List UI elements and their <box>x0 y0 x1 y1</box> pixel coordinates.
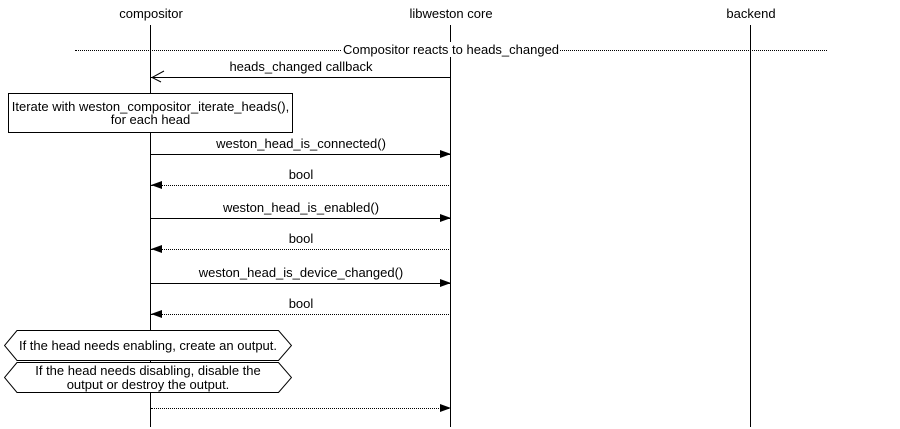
message-label: weston_head_is_enabled() <box>222 200 380 215</box>
message-line <box>151 154 451 155</box>
message-label: bool <box>288 296 314 311</box>
note-iterate-heads: Iterate with weston_compositor_iterate_h… <box>8 93 293 133</box>
filled-arrowhead-icon <box>440 214 451 222</box>
note-head-needs-disabling: If the head needs disabling, disable the… <box>4 362 292 393</box>
message-line <box>151 249 451 250</box>
hexagon-outline <box>4 330 292 361</box>
note-head-needs-enabling: If the head needs enabling, create an ou… <box>4 330 292 361</box>
filled-arrowhead-icon <box>151 181 162 189</box>
open-arrowhead-icon <box>151 70 165 83</box>
message-line <box>151 408 451 409</box>
lifeline-backend <box>750 25 751 427</box>
message-line <box>151 314 451 315</box>
divider: Compositor reacts to heads_changed <box>75 42 827 57</box>
note-text: Iterate with weston_compositor_iterate_h… <box>11 99 290 127</box>
divider-label: Compositor reacts to heads_changed <box>341 42 561 57</box>
filled-arrowhead-icon <box>151 245 162 253</box>
participant-libweston-core: libweston core <box>409 6 493 21</box>
message-label: weston_head_is_connected() <box>216 136 386 151</box>
hexagon-outline <box>4 362 292 393</box>
message-label: weston_head_is_device_changed() <box>198 265 404 280</box>
participant-backend: backend <box>726 6 776 21</box>
message-line <box>151 218 451 219</box>
lifeline-libweston-core <box>450 25 451 427</box>
message-line <box>151 77 451 78</box>
filled-arrowhead-icon <box>440 279 451 287</box>
filled-arrowhead-icon <box>151 310 162 318</box>
lifeline-compositor <box>150 25 151 427</box>
message-label: bool <box>288 231 314 246</box>
note-text: If the head needs disabling, disable the… <box>35 362 261 392</box>
note-text: If the head needs enabling, create an ou… <box>18 337 278 353</box>
message-label: heads_changed callback <box>229 59 373 74</box>
message-label: bool <box>288 167 314 182</box>
filled-arrowhead-icon <box>440 404 451 412</box>
message-line <box>151 283 451 284</box>
message-line <box>151 185 451 186</box>
filled-arrowhead-icon <box>440 150 451 158</box>
participant-compositor: compositor <box>119 6 183 21</box>
